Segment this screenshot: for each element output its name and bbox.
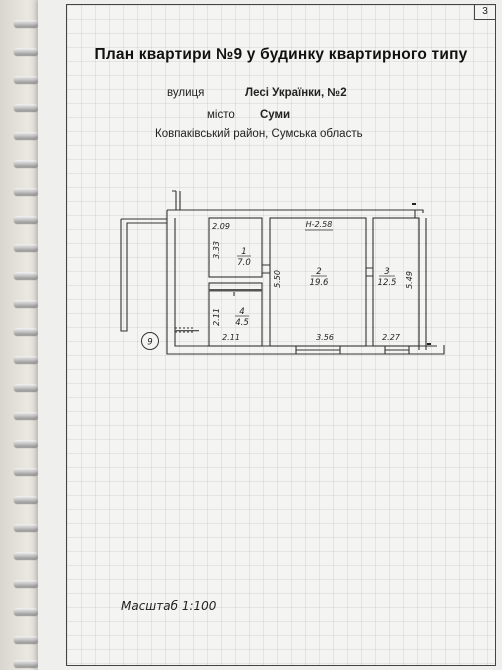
outer-right-wall (418, 218, 427, 350)
window-room-3 (384, 346, 410, 354)
apartment-number-circle (141, 332, 159, 350)
room-4-side-dim: 2.11 (212, 308, 221, 326)
room-1-outline (208, 217, 263, 278)
city-value: Суми (260, 109, 291, 121)
room-2-outline (269, 217, 367, 347)
room-2-side-dim: 5.50 (273, 270, 282, 288)
drawing-frame: 3 План квартири №9 у будинку квартирного… (66, 4, 496, 666)
room-1-top-dim: 2.09 (212, 222, 230, 231)
street-value: Лесі Українки, №2 (245, 87, 347, 99)
window-room-2 (295, 346, 341, 354)
room-3-outline (372, 217, 420, 347)
city-label: місто (207, 109, 235, 121)
scale-label: Масштаб 1:100 (121, 599, 217, 613)
floor-plan: 9 H-2.58 2.09 1 7.0 3.33 4 4.5 2.11 2.11… (120, 190, 445, 355)
balcony-left-wall (120, 219, 167, 332)
room-3-number: 3 (384, 267, 389, 277)
room-3-bottom-dim: 2.27 (382, 333, 401, 342)
room-2-number: 2 (316, 267, 321, 277)
room-2-area: 19.6 (310, 278, 330, 288)
district-line: Ковпаківський район, Сумська область (155, 128, 363, 140)
room-4-outline (208, 282, 263, 347)
room-2-bottom-dim: 3.56 (316, 333, 334, 342)
outer-bottom-wall (166, 330, 445, 355)
room-3-side-dim: 5.49 (405, 271, 414, 289)
apartment-number: 9 (147, 338, 152, 348)
ceiling-height: H-2.58 (306, 220, 333, 229)
document-sheet: 3 План квартири №9 у будинку квартирного… (38, 0, 502, 670)
room-1-number: 1 (241, 247, 246, 257)
street-label: вулиця (167, 87, 205, 99)
page-number: 3 (474, 5, 495, 20)
outer-top-wall (167, 209, 424, 218)
room-1-side-dim: 3.33 (212, 241, 221, 259)
room-4-area: 4.5 (235, 318, 249, 328)
room-4-number: 4 (239, 307, 244, 317)
room-1-area: 7.0 (237, 258, 251, 268)
room-3-area: 12.5 (378, 278, 397, 288)
room-4-bottom-dim: 2.11 (222, 333, 240, 342)
document-title: План квартири №9 у будинку квартирного т… (94, 46, 468, 63)
